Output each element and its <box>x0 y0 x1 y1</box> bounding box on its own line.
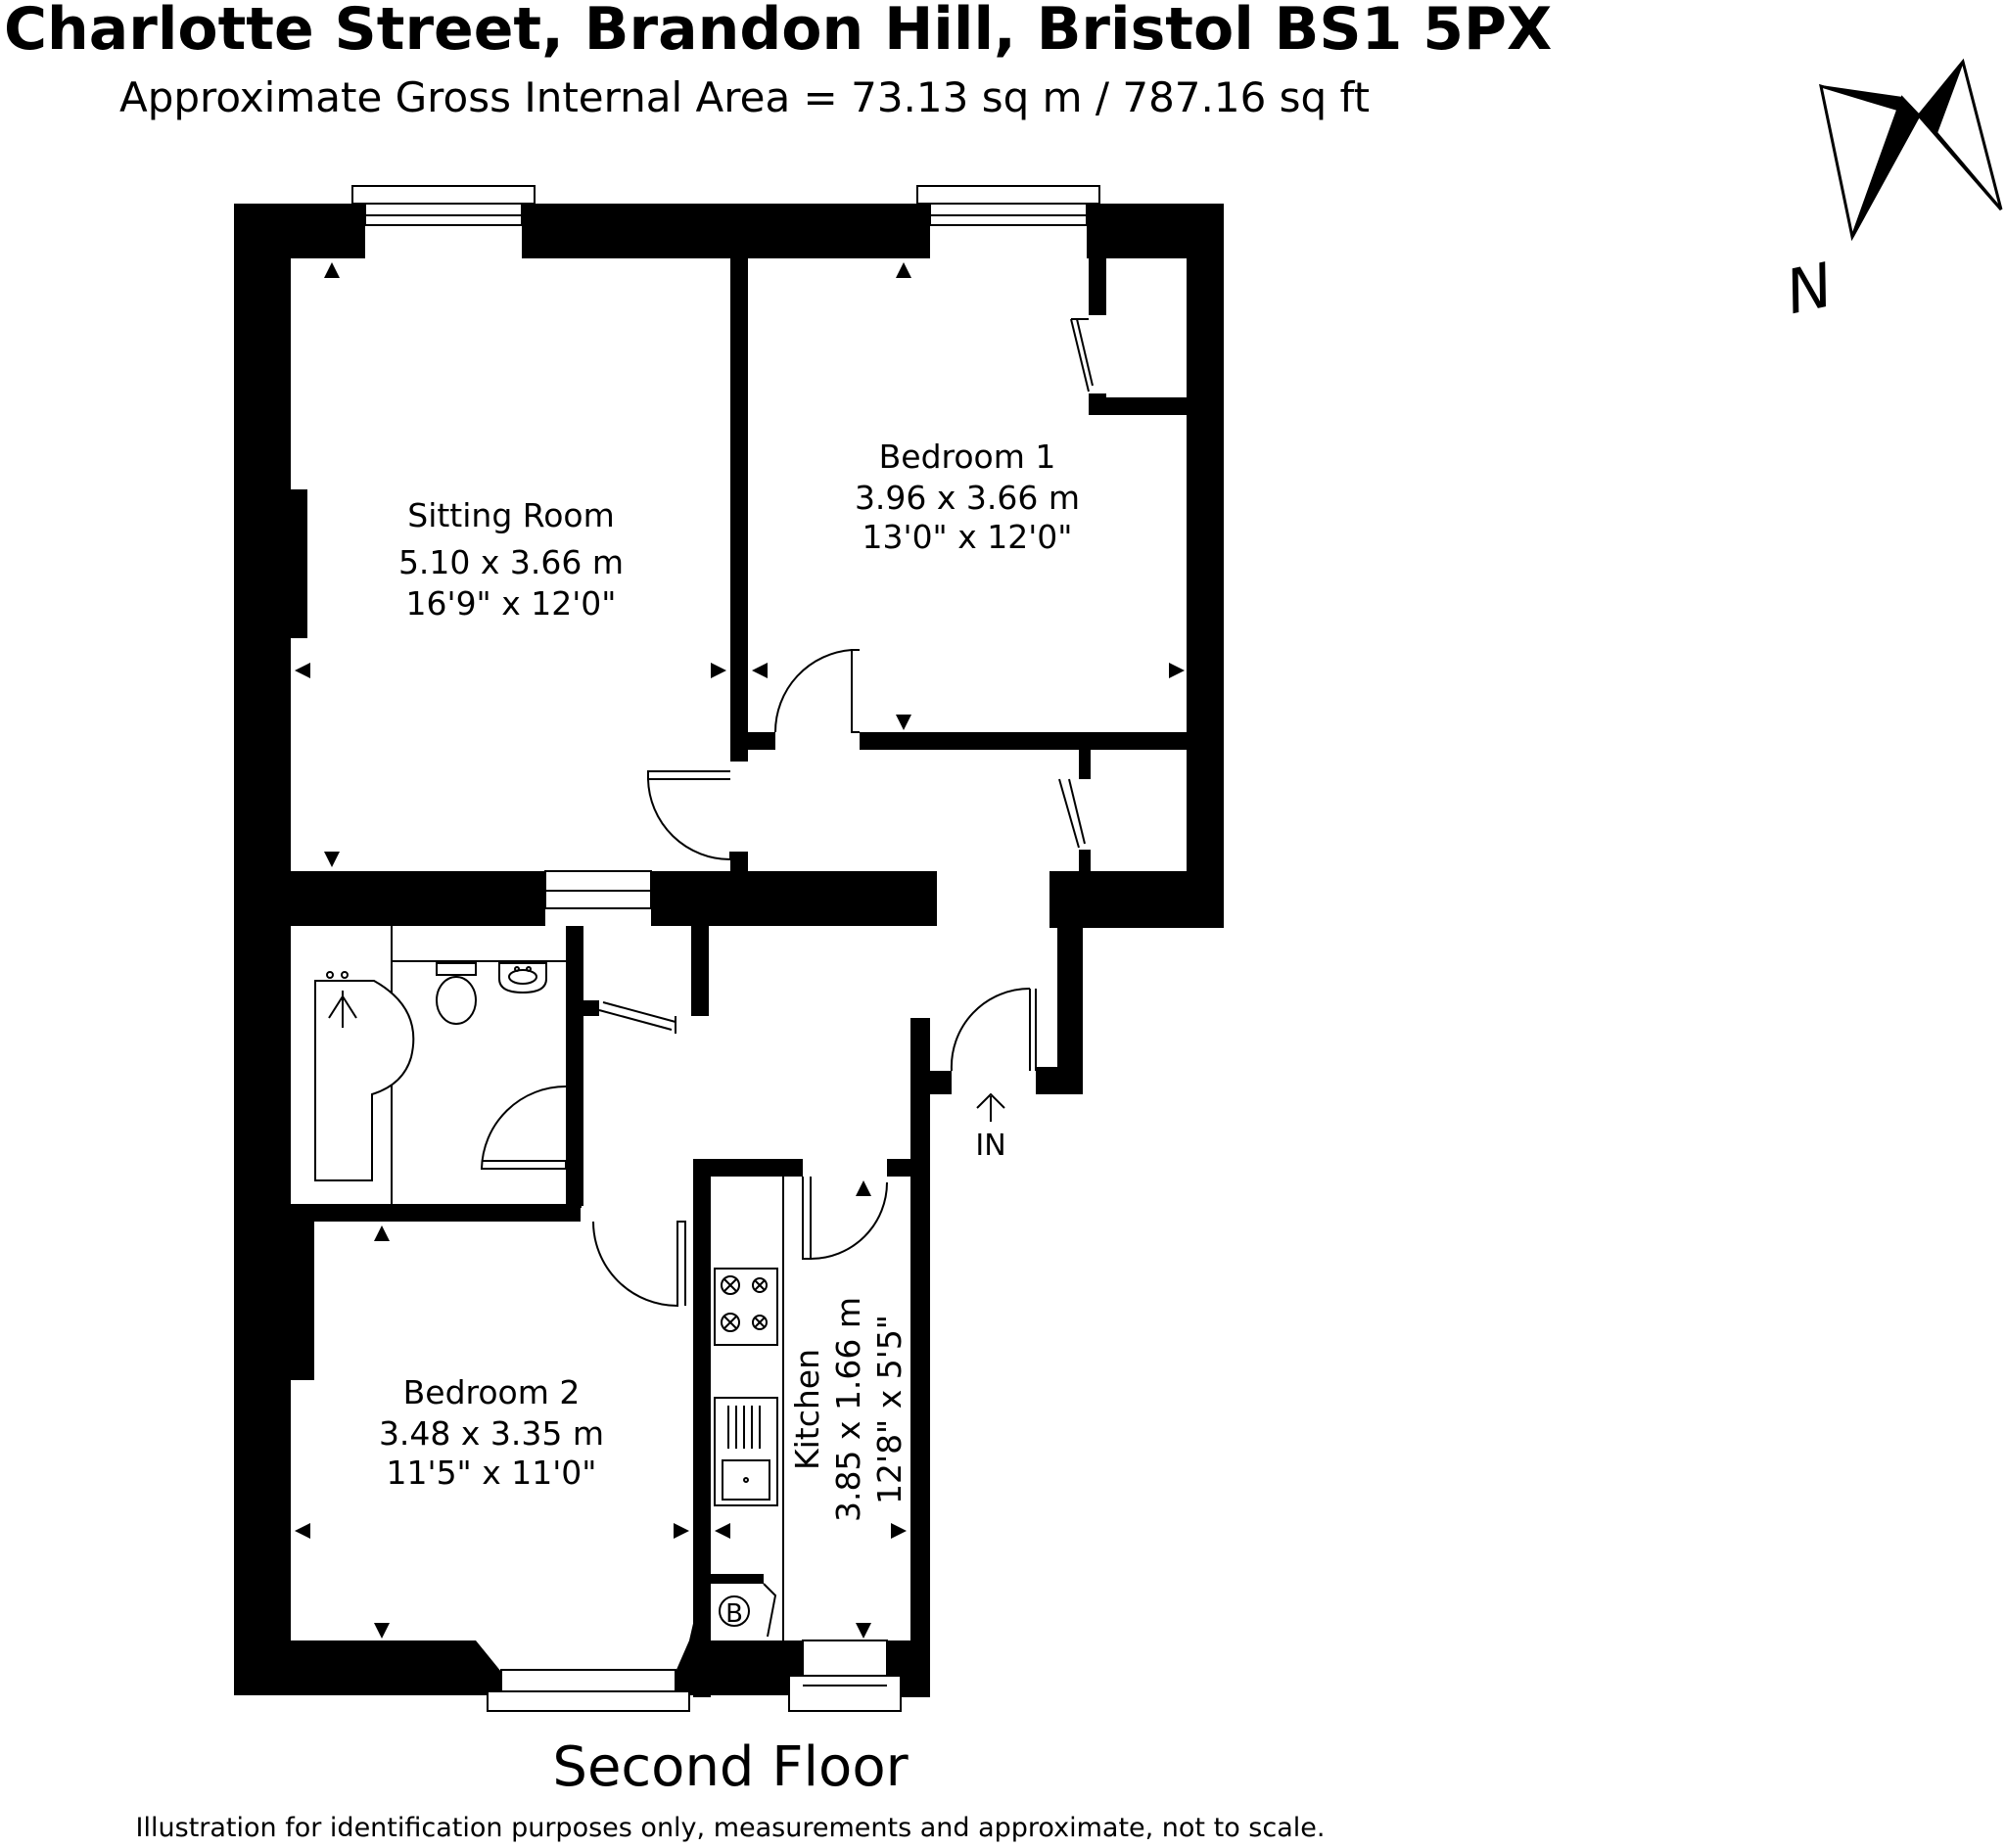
room-imperial: 11'5" x 11'0" <box>387 1454 597 1492</box>
room-name: Bedroom 1 <box>879 438 1056 476</box>
dimension-markers <box>295 262 1185 1639</box>
gross-area: Approximate Gross Internal Area = 73.13 … <box>119 73 1370 121</box>
room-metric: 3.48 x 3.35 m <box>379 1414 604 1453</box>
boiler-label: B <box>725 1599 743 1629</box>
room-name: Kitchen <box>788 1349 826 1470</box>
entrance-arrow-icon <box>976 1092 1005 1122</box>
room-name: Bedroom 2 <box>403 1373 581 1411</box>
room-metric: 3.85 x 1.66 m <box>829 1297 867 1522</box>
kitchen-fixtures: B <box>714 1177 784 1640</box>
sink-icon <box>714 1397 778 1506</box>
compass-icon <box>1819 58 2003 242</box>
bathroom-fixtures <box>314 926 566 1204</box>
room-kitchen: Kitchen 3.85 x 1.66 m 12'8" x 5'5" <box>788 1297 909 1522</box>
walls <box>234 204 1224 1697</box>
boiler-icon <box>719 1595 750 1627</box>
room-metric: 3.96 x 3.66 m <box>855 479 1080 517</box>
room-sitting-room: Sitting Room 5.10 x 3.66 m 16'9" x 12'0" <box>398 496 624 623</box>
room-bedroom-2: Bedroom 2 3.48 x 3.35 m 11'5" x 11'0" <box>379 1373 604 1492</box>
disclaimer: Illustration for identification purposes… <box>136 1813 1326 1843</box>
room-bedroom-1: Bedroom 1 3.96 x 3.66 m 13'0" x 12'0" <box>855 438 1080 556</box>
room-metric: 5.10 x 3.66 m <box>398 543 624 581</box>
toilet-icon <box>436 962 477 976</box>
basin-icon <box>498 962 547 994</box>
room-name: Sitting Room <box>407 496 615 534</box>
entrance-label: IN <box>975 1129 1005 1163</box>
room-imperial: 16'9" x 12'0" <box>406 584 617 623</box>
windows <box>351 185 1100 1712</box>
page-title: Charlotte Street, Brandon Hill, Bristol … <box>4 0 1552 64</box>
room-imperial: 12'8" x 5'5" <box>870 1315 909 1504</box>
room-imperial: 13'0" x 12'0" <box>863 518 1073 556</box>
floor-label: Second Floor <box>552 1735 909 1799</box>
north-label: N <box>1780 249 1840 328</box>
bath-icon <box>314 980 415 1181</box>
doors <box>480 318 1094 1638</box>
